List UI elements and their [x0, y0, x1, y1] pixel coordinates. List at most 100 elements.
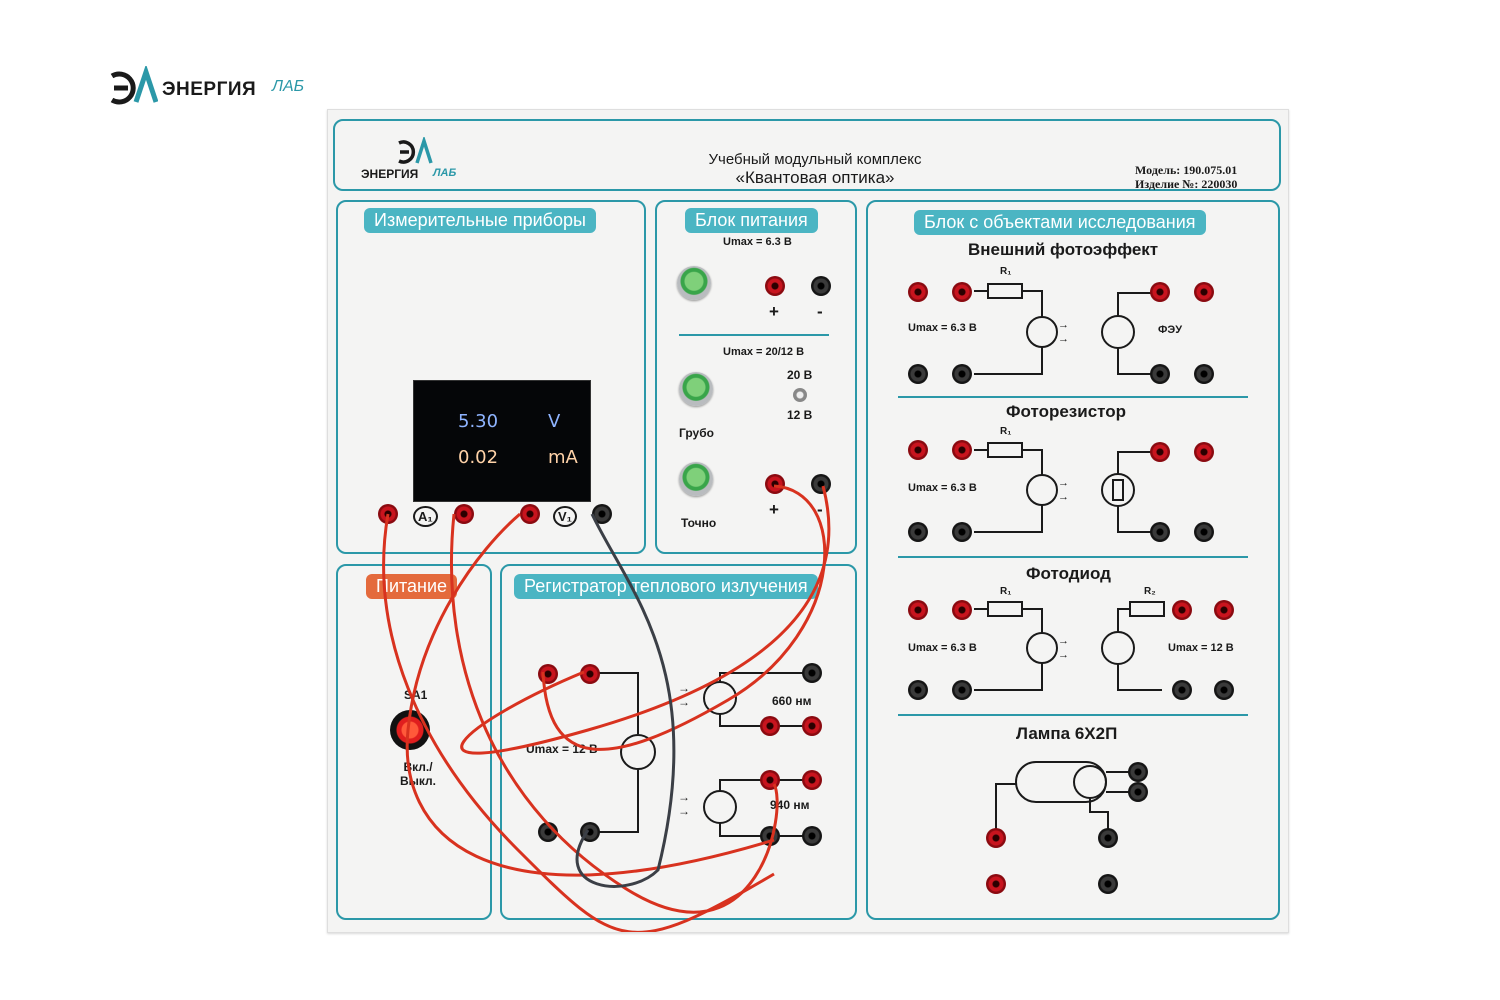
photodiode-out-jack-1[interactable] — [1172, 600, 1192, 620]
thermal-input-jack-1[interactable] — [538, 664, 558, 684]
umax-20-12: Umax = 20/12 В — [723, 346, 805, 358]
led660-jack-2[interactable] — [760, 716, 780, 736]
photoresistor-out-gnd-jack-2[interactable] — [1194, 522, 1214, 542]
range-20v-label: 20 В — [787, 368, 813, 382]
led660-jack-1[interactable] — [802, 663, 822, 683]
lamp-jack-1[interactable] — [1128, 762, 1148, 782]
lamp-jack-3[interactable] — [986, 828, 1006, 848]
meter-display: 5.30 V 0.02 mA — [413, 380, 591, 502]
power-switch[interactable] — [390, 710, 430, 750]
pmt-gnd-jack-1[interactable] — [1150, 364, 1170, 384]
photodiode-gnd-jack-2[interactable] — [952, 680, 972, 700]
current-unit: mA — [548, 447, 578, 468]
photoeffect-r1: R₁ — [1000, 266, 1012, 277]
voltage-value: 5.30 — [458, 411, 499, 432]
supply1-minus-jack[interactable] — [811, 276, 831, 296]
lamp-jack-5[interactable] — [1098, 828, 1118, 848]
thermal-gnd-jack-1[interactable] — [538, 822, 558, 842]
photoresistor-title: Фоторезистор — [1006, 402, 1127, 421]
supply1-plus-label: + — [769, 302, 779, 321]
lamp-jack-6[interactable] — [1098, 874, 1118, 894]
led940-jack-2[interactable] — [802, 770, 822, 790]
objects-title: Блок с объектами исследования — [914, 210, 1206, 235]
ammeter-jack-in[interactable] — [378, 504, 398, 524]
photoeffect-gnd-jack-2[interactable] — [952, 364, 972, 384]
photodiode-title: Фотодиод — [1026, 564, 1111, 583]
ammeter-symbol: A₁ — [413, 506, 438, 527]
supply1-minus-label: - — [817, 302, 823, 321]
header-frame: ЭНЕРГИЯ ЛАБ Учебный модульный комплекс «… — [333, 119, 1281, 191]
photoresistor-gnd-jack-2[interactable] — [952, 522, 972, 542]
svg-text:→: → — [1058, 333, 1069, 345]
photodiode-r1: R₁ — [1000, 586, 1012, 597]
photoresistor-out-jack-2[interactable] — [1194, 442, 1214, 462]
supply2-minus-label: - — [817, 500, 823, 519]
photoresistor-in-jack-1[interactable] — [908, 440, 928, 460]
panel-logo-icon — [398, 137, 433, 164]
svg-text:→: → — [1058, 649, 1069, 661]
photodiode-in-jack-1[interactable] — [908, 600, 928, 620]
voltmeter-jack-plus[interactable] — [520, 504, 540, 524]
thermal-section: Регистратор теплового излучения → → → → … — [500, 564, 857, 920]
objects-section: Блок с объектами исследования — [866, 200, 1280, 920]
supply2-minus-jack[interactable] — [811, 474, 831, 494]
led940-jack-4[interactable] — [802, 826, 822, 846]
supply2-plus-label: + — [769, 500, 779, 519]
photoresistor-gnd-jack-1[interactable] — [908, 522, 928, 542]
coarse-knob[interactable] — [679, 372, 713, 406]
voltage-unit: V — [548, 411, 561, 432]
photodiode-out-gnd-jack-2[interactable] — [1214, 680, 1234, 700]
photodiode-in-jack-2[interactable] — [952, 600, 972, 620]
photoeffect-umax: Umax = 6.3 В — [908, 322, 977, 334]
voltmeter-jack-minus[interactable] — [592, 504, 612, 524]
lamp-jack-2[interactable] — [1128, 782, 1148, 802]
photoresistor-out-jack-1[interactable] — [1150, 442, 1170, 462]
model-number: Модель: 190.075.01 — [1135, 163, 1238, 177]
voltmeter-symbol: V₁ — [553, 506, 578, 527]
photoeffect-gnd-jack-1[interactable] — [908, 364, 928, 384]
photodiode-out-jack-2[interactable] — [1214, 600, 1234, 620]
fine-label: Точно — [681, 516, 717, 530]
power-supply-title: Блок питания — [685, 208, 818, 233]
pmt-jack-1[interactable] — [1150, 282, 1170, 302]
led940-jack-3[interactable] — [760, 826, 780, 846]
photoresistor-in-jack-2[interactable] — [952, 440, 972, 460]
fine-knob[interactable] — [679, 462, 713, 496]
switch-label: Вкл./ Выкл. — [399, 760, 437, 788]
coarse-label: Грубо — [679, 426, 714, 440]
pmt-gnd-jack-2[interactable] — [1194, 364, 1214, 384]
voltage-knob-6-3[interactable] — [677, 266, 711, 300]
title-line-2: «Квантовая оптика» — [735, 168, 895, 187]
title-line-1: Учебный модульный комплекс — [708, 151, 922, 168]
pmt-jack-2[interactable] — [1194, 282, 1214, 302]
serial-number: Изделие №: 220030 — [1135, 177, 1238, 191]
thermal-gnd-jack-2[interactable] — [580, 822, 600, 842]
lamp-jack-4[interactable] — [986, 874, 1006, 894]
supply-divider — [679, 334, 829, 336]
lamp-title: Лампа 6Х2П — [1016, 724, 1118, 743]
measure-title: Измерительные приборы — [364, 208, 596, 233]
switch-id: SA1 — [404, 688, 428, 702]
brand-name: ЭНЕРГИЯ — [162, 79, 257, 100]
thermal-input-jack-2[interactable] — [580, 664, 600, 684]
ammeter-jack-out[interactable] — [454, 504, 474, 524]
supply2-plus-jack[interactable] — [765, 474, 785, 494]
svg-text:→: → — [678, 804, 690, 818]
photodiode-out-gnd-jack-1[interactable] — [1172, 680, 1192, 700]
wavelength-660: 660 нм — [772, 694, 812, 708]
photoresistor-r1: R₁ — [1000, 426, 1012, 437]
photodiode-r2: R₂ — [1144, 586, 1156, 597]
svg-text:→: → — [1058, 491, 1069, 503]
pmt-label: ФЭУ — [1158, 324, 1183, 336]
photoeffect-in-jack-2[interactable] — [952, 282, 972, 302]
range-toggle-switch[interactable] — [793, 388, 807, 402]
photoeffect-in-jack-1[interactable] — [908, 282, 928, 302]
photoresistor-out-gnd-jack-1[interactable] — [1150, 522, 1170, 542]
supply1-plus-jack[interactable] — [765, 276, 785, 296]
panel-title: Учебный модульный комплекс «Квантовая оп… — [665, 151, 965, 188]
svg-text:→: → — [1058, 477, 1069, 489]
photoeffect-title: Внешний фотоэффект — [968, 240, 1159, 259]
photodiode-gnd-jack-1[interactable] — [908, 680, 928, 700]
led660-jack-3[interactable] — [802, 716, 822, 736]
led940-jack-1[interactable] — [760, 770, 780, 790]
